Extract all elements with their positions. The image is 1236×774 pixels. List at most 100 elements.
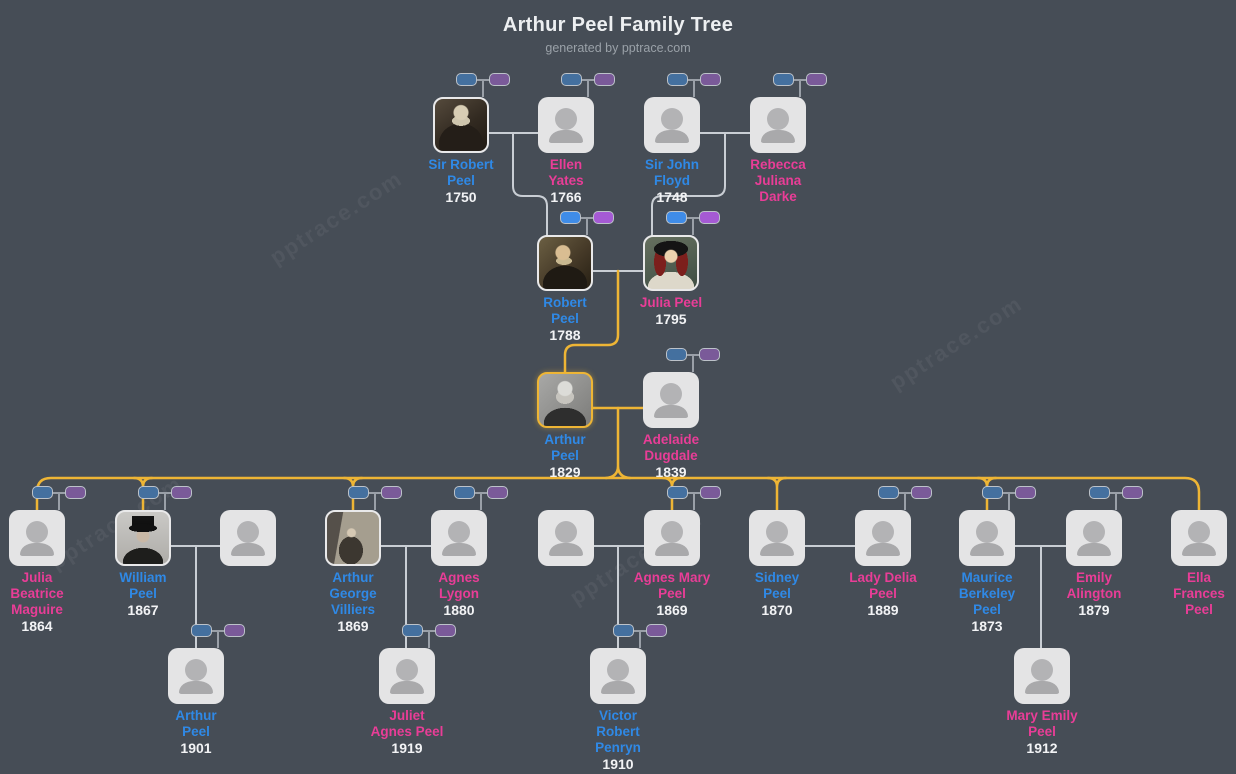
pill-stub [482,79,484,97]
placeholder-avatar[interactable] [1171,510,1227,566]
father-link-pill[interactable] [32,486,53,499]
pill-stub [1008,492,1010,510]
placeholder-avatar[interactable] [168,648,224,704]
mother-link-pill[interactable] [646,624,667,637]
placeholder-avatar[interactable] [431,510,487,566]
person-year: 1880 [443,602,475,618]
parent-pills [511,73,621,97]
pill-stub [693,79,695,97]
mother-link-pill[interactable] [911,486,932,499]
pill-stub [58,492,60,510]
placeholder-avatar[interactable] [959,510,1015,566]
mother-link-pill[interactable] [381,486,402,499]
person-name: Sir John Floyd [644,157,699,188]
parent-pills [616,211,726,235]
placeholder-avatar[interactable] [538,510,594,566]
mother-link-pill[interactable] [65,486,86,499]
parent-pills [510,211,620,235]
parent-pills [404,486,514,510]
father-link-pill[interactable] [1089,486,1110,499]
pill-stub [428,630,430,648]
placeholder-avatar[interactable] [9,510,65,566]
placeholder-avatar[interactable] [644,97,700,153]
father-link-pill[interactable] [560,211,581,224]
person-year: 1864 [21,618,53,634]
person-year: 1869 [337,618,369,634]
mother-link-pill[interactable] [594,73,615,86]
pill-stub [1115,492,1117,510]
father-link-pill[interactable] [561,73,582,86]
person-name: Robert Peel [543,295,587,326]
person-name: William Peel [119,570,167,601]
placeholder-avatar[interactable] [749,510,805,566]
parent-pills [616,348,726,372]
parent-pills [298,486,408,510]
person-name: Mary Emily Peel [1006,708,1078,739]
placeholder-avatar[interactable] [1014,648,1070,704]
person-name: Adelaide Dugdale [642,432,700,463]
pill-stub [799,79,801,97]
person-year: 1869 [656,602,688,618]
father-link-pill[interactable] [982,486,1003,499]
placeholder-avatar[interactable] [643,372,699,428]
father-link-pill[interactable] [666,211,687,224]
mother-link-pill[interactable] [699,211,720,224]
person-year: 1788 [549,327,581,343]
portrait-photo[interactable] [325,510,381,566]
portrait-photo[interactable] [433,97,489,153]
person-year: 1919 [391,740,423,756]
page-subtitle: generated by pptrace.com [545,41,691,55]
person-year: 1750 [445,189,477,205]
father-link-pill[interactable] [456,73,477,86]
mother-link-pill[interactable] [593,211,614,224]
father-link-pill[interactable] [613,624,634,637]
mother-link-pill[interactable] [489,73,510,86]
placeholder-avatar[interactable] [379,648,435,704]
father-link-pill[interactable] [348,486,369,499]
portrait-photo-highlighted[interactable] [537,372,593,428]
pill-stub [692,354,694,372]
person-name: Victor Robert Penryn [595,708,641,755]
mother-link-pill[interactable] [699,348,720,361]
placeholder-avatar[interactable] [644,510,700,566]
person-year: 1748 [656,189,688,205]
mother-link-pill[interactable] [1122,486,1143,499]
placeholder-avatar[interactable] [750,97,806,153]
father-link-pill[interactable] [138,486,159,499]
pill-stub [586,217,588,235]
father-link-pill[interactable] [666,348,687,361]
father-link-pill[interactable] [667,486,688,499]
father-link-pill[interactable] [878,486,899,499]
child-drop [766,476,788,512]
person-name: Ella Frances Peel [1173,570,1225,617]
mother-link-pill[interactable] [435,624,456,637]
placeholder-avatar[interactable] [590,648,646,704]
pill-stub [904,492,906,510]
mother-link-pill[interactable] [224,624,245,637]
portrait-photo[interactable] [115,510,171,566]
mother-link-pill[interactable] [487,486,508,499]
placeholder-avatar[interactable] [1066,510,1122,566]
placeholder-avatar[interactable] [855,510,911,566]
father-link-pill[interactable] [191,624,212,637]
pill-stub [692,217,694,235]
mother-link-pill[interactable] [700,486,721,499]
father-link-pill[interactable] [454,486,475,499]
mother-link-pill[interactable] [171,486,192,499]
placeholder-avatar[interactable] [538,97,594,153]
mother-link-pill[interactable] [806,73,827,86]
header: Arthur Peel Family Tree generated by ppt… [0,14,1236,55]
parent-pills [617,486,727,510]
father-link-pill[interactable] [667,73,688,86]
person-year: 1766 [550,189,582,205]
placeholder-avatar[interactable] [220,510,276,566]
portrait-photo[interactable] [643,235,699,291]
father-link-pill[interactable] [773,73,794,86]
person-name: Julia Beatrice Maguire [10,570,64,617]
father-link-pill[interactable] [402,624,423,637]
parent-child-line [512,132,548,236]
mother-link-pill[interactable] [1015,486,1036,499]
portrait-photo[interactable] [537,235,593,291]
mother-link-pill[interactable] [700,73,721,86]
